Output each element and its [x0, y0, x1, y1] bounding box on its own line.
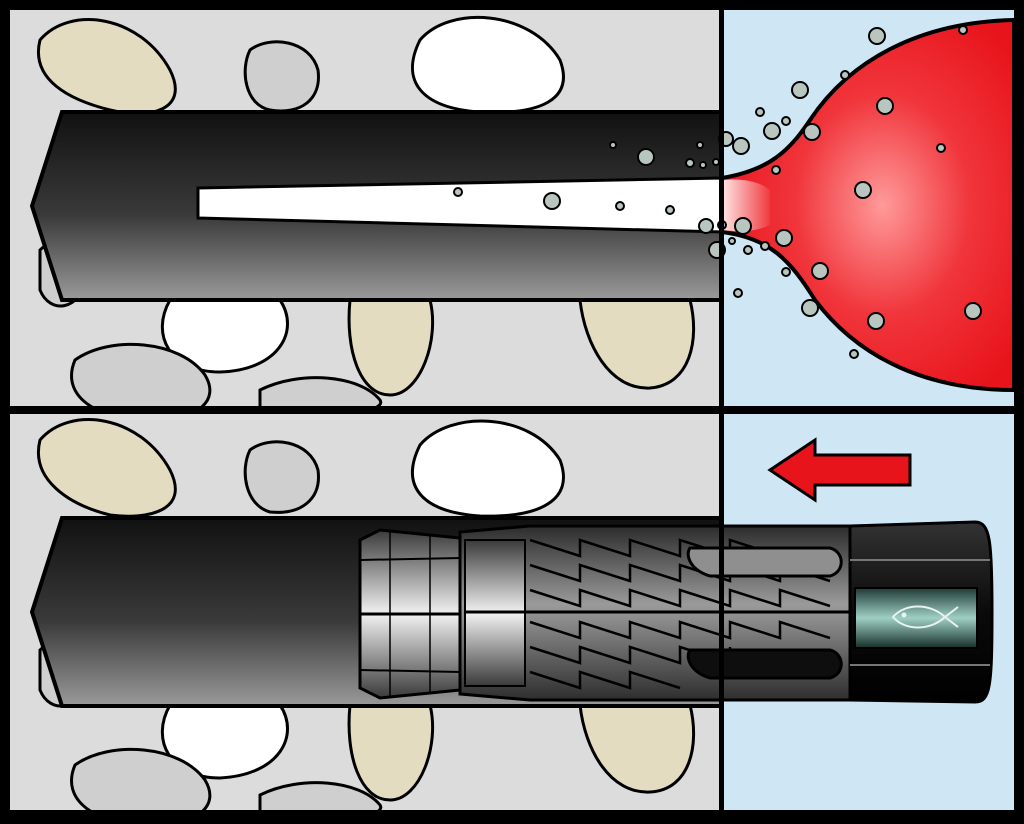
dust-particle — [791, 81, 809, 99]
dust-particle — [936, 143, 946, 153]
insert-direction-arrow — [767, 437, 912, 503]
dust-particle — [763, 122, 781, 140]
pebble — [37, 418, 177, 518]
dust-particle — [760, 241, 770, 251]
dust-particle — [867, 312, 885, 330]
dust-particle — [609, 141, 617, 149]
dust-particle — [615, 201, 625, 211]
anchor-tongue — [686, 546, 843, 578]
dust-particle — [771, 165, 781, 175]
dust-particle — [964, 302, 982, 320]
dust-particle — [696, 141, 704, 149]
dust-particle — [854, 181, 872, 199]
dust-particle — [685, 158, 695, 168]
pebble — [347, 298, 435, 397]
pebble — [258, 781, 383, 810]
dust-particle — [733, 288, 743, 298]
dust-particle — [743, 245, 753, 255]
dust-particle — [698, 218, 714, 234]
anchor-logo-plate — [854, 587, 978, 649]
pebbles — [37, 418, 696, 810]
pebble — [411, 15, 565, 114]
dust-particle — [775, 229, 793, 247]
dust-particle — [811, 262, 829, 280]
pebble — [347, 703, 435, 802]
pebble — [243, 440, 320, 514]
dust-particle — [958, 25, 968, 35]
wall-edge-line-top — [719, 10, 724, 408]
pebble — [160, 703, 289, 780]
dust-particle — [637, 148, 655, 166]
pebble — [578, 298, 696, 390]
dust-particle — [781, 116, 791, 126]
pebble — [70, 342, 212, 408]
dust-particle — [849, 349, 859, 359]
pebble — [37, 18, 177, 116]
fish-icon — [891, 605, 959, 629]
pebble — [243, 40, 320, 113]
dust-particle — [732, 137, 750, 155]
dust-particle — [665, 205, 675, 215]
pebble — [411, 419, 565, 518]
dust-particle — [876, 97, 894, 115]
dust-particle — [755, 107, 765, 117]
dust-particle — [801, 299, 819, 317]
panel-divider — [0, 406, 1024, 416]
panel-bottom — [10, 414, 1014, 810]
dust-particle — [734, 217, 752, 235]
dust-particle — [712, 158, 720, 166]
wall-plug-anchor — [358, 520, 994, 704]
dust-particle — [840, 70, 850, 80]
pebble — [578, 703, 696, 794]
dust-particle — [543, 192, 561, 210]
dust-particle — [699, 161, 707, 169]
dust-particle — [728, 237, 736, 245]
dust-particle — [453, 187, 463, 197]
blower-neck — [722, 179, 770, 232]
pebble — [70, 747, 212, 810]
dust-particle — [803, 123, 821, 141]
wall-edge-line-bottom — [719, 414, 724, 810]
panel-top — [10, 10, 1014, 408]
dust-particle — [781, 267, 791, 277]
dust-particle — [868, 27, 886, 45]
pebble — [160, 298, 289, 374]
pebble — [258, 376, 383, 408]
anchor-tongue — [686, 648, 843, 680]
